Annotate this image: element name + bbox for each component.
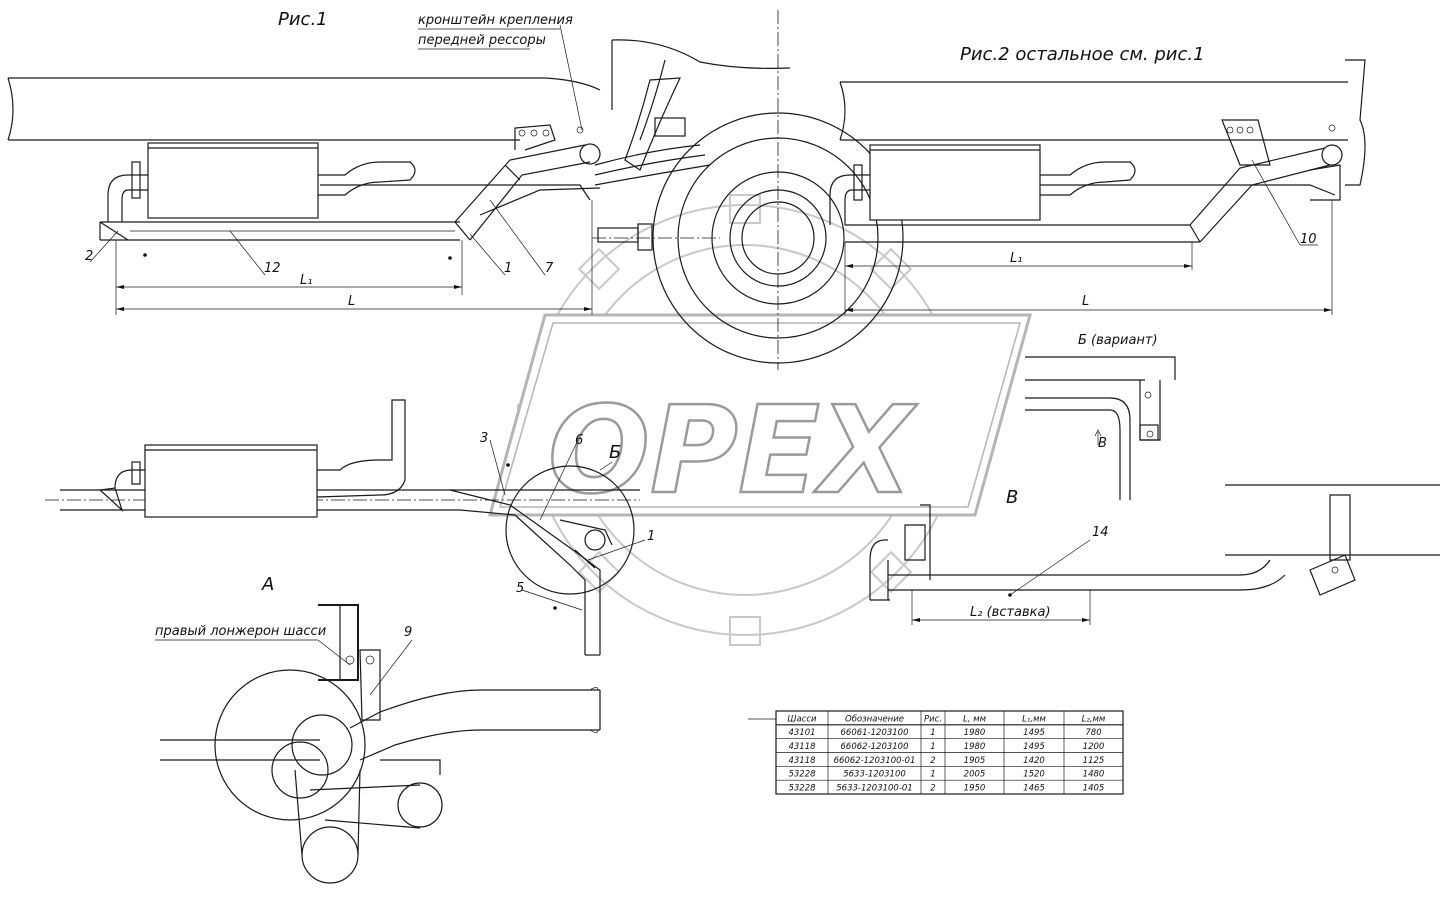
figure-2: Рис.2 остальное см. рис.1 10 L₁ L bbox=[829, 44, 1366, 315]
table-cell: 53228 bbox=[788, 784, 816, 794]
table-header-cell: Шасси bbox=[787, 714, 817, 724]
table-cell: 1495 bbox=[1023, 728, 1045, 738]
view-v-title: В bbox=[1006, 487, 1018, 508]
plan-pos-6: 6 bbox=[575, 433, 583, 448]
fig1-pos-1: 1 bbox=[504, 261, 512, 276]
fig1-pos-7: 7 bbox=[545, 261, 554, 276]
table-cell: 43101 bbox=[788, 728, 815, 738]
table-cell: 1 bbox=[930, 770, 935, 780]
table-cell: 1905 bbox=[964, 756, 986, 766]
fig1-note-line1: кронштейн крепления bbox=[418, 13, 573, 28]
plan-pos-5: 5 bbox=[516, 581, 524, 596]
plan-pos-3: 3 bbox=[480, 431, 488, 446]
table-cell: 1495 bbox=[1023, 742, 1045, 752]
fig1-note-line2: передней рессоры bbox=[418, 33, 546, 48]
table-header-cell: L₂,мм bbox=[1082, 714, 1106, 724]
spec-table: Шасси Обозначение Рис. L, мм L₁,мм L₂,мм 43101… bbox=[748, 710, 1124, 795]
fig2-title: Рис.2 остальное см. рис.1 bbox=[960, 44, 1205, 65]
fig1-title: Рис.1 bbox=[278, 9, 328, 30]
table-cell: 1465 bbox=[1023, 784, 1045, 794]
fig2-dim-l: L bbox=[1082, 294, 1089, 309]
plan-pos-1: 1 bbox=[647, 529, 655, 544]
table-cell: 2005 bbox=[964, 770, 986, 780]
view-a-title: А bbox=[261, 574, 274, 595]
table-cell: 66062-1203100-01 bbox=[834, 756, 916, 766]
table-cell: 1980 bbox=[964, 728, 986, 738]
table-cell: 1200 bbox=[1083, 742, 1105, 752]
table-cell: 2 bbox=[930, 756, 935, 766]
view-b-variant: Б (вариант) В bbox=[1025, 333, 1176, 500]
table-cell: 780 bbox=[1085, 728, 1101, 738]
fig2-pos-10: 10 bbox=[1300, 232, 1317, 247]
fig1-pos-2: 2 bbox=[85, 249, 93, 264]
table-cell: 1405 bbox=[1083, 784, 1105, 794]
view-a: А правый лонжерон шасси 9 bbox=[155, 574, 601, 884]
table-cell: 1420 bbox=[1023, 756, 1045, 766]
view-b-variant-arrow: В bbox=[1098, 436, 1107, 451]
table-cell: 1480 bbox=[1083, 770, 1105, 780]
plan-view: 3 6 1 5 Б bbox=[45, 399, 655, 656]
view-v-dim-l2: L₂ (вставка) bbox=[970, 605, 1051, 620]
table-cell: 1520 bbox=[1023, 770, 1045, 780]
table-cell: 5633-1203100 bbox=[843, 770, 906, 780]
view-v: В 14 L₂ (вставка) bbox=[869, 484, 1440, 625]
table-cell: 1 bbox=[930, 742, 935, 752]
table-cell: 1125 bbox=[1083, 756, 1105, 766]
fig2-dim-l1: L₁ bbox=[1010, 251, 1022, 266]
fig1-dim-l: L bbox=[348, 294, 355, 309]
table-cell: 53228 bbox=[788, 770, 816, 780]
table-header-cell: L, мм bbox=[963, 714, 987, 724]
plan-section-b: Б bbox=[609, 442, 621, 463]
watermark: OPEX bbox=[488, 194, 1032, 646]
table-cell: 43118 bbox=[788, 742, 816, 752]
watermark-text: OPEX bbox=[548, 382, 918, 521]
figure-1: Рис.1 кронштейн крепления передней рессо… bbox=[7, 9, 904, 370]
table-cell: 43118 bbox=[788, 756, 816, 766]
table-cell: 2 bbox=[930, 784, 935, 794]
view-v-pos-14: 14 bbox=[1092, 525, 1109, 540]
view-b-variant-title: Б (вариант) bbox=[1078, 333, 1158, 348]
table-cell: 5633-1203100-01 bbox=[836, 784, 912, 794]
table-header-cell: L₁,мм bbox=[1022, 714, 1046, 724]
table-cell: 1950 bbox=[964, 784, 986, 794]
table-cell: 66061-1203100 bbox=[841, 728, 909, 738]
table-header-cell: Обозначение bbox=[845, 714, 904, 724]
view-a-note: правый лонжерон шасси bbox=[155, 624, 326, 639]
table-cell: 1980 bbox=[964, 742, 986, 752]
table-header-cell: Рис. bbox=[924, 714, 942, 724]
table-cell: 1 bbox=[930, 728, 935, 738]
view-a-pos-9: 9 bbox=[404, 625, 412, 640]
fig1-dim-l1: L₁ bbox=[300, 273, 312, 288]
table-cell: 66062-1203100 bbox=[841, 742, 909, 752]
fig1-pos-12: 12 bbox=[264, 261, 281, 276]
